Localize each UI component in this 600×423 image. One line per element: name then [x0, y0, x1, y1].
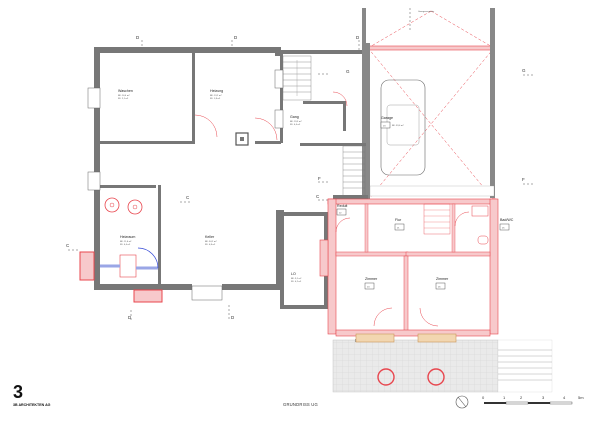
garage: [362, 8, 495, 201]
lower-stairs: [342, 145, 366, 197]
room-ff-lo: FF: 0,2 m²: [291, 280, 301, 283]
room-area-lo: BF: 9,1 m²: [291, 277, 301, 280]
section-label: D: [234, 35, 238, 40]
section-label: D: [231, 315, 235, 320]
scale-tick: 1: [503, 395, 506, 400]
section-label: G: [522, 68, 526, 73]
room-ff-waschen: FF: 2,1 m²: [118, 97, 128, 100]
section-label: F: [522, 177, 525, 182]
room-name-lo: LO: [291, 272, 296, 276]
brand-name: 3B ARCHITEKTEN AG: [13, 403, 51, 407]
room-area-waschen: BF: 16,4 m²: [118, 94, 130, 97]
brand-block: 3 3B ARCHITEKTEN AG: [13, 382, 51, 407]
room-name-heizung: Heizung: [210, 89, 223, 93]
room-name-waschen: Waschen: [118, 89, 133, 93]
room-area-gang: BF: 19,3 m²: [290, 120, 302, 123]
section-label: C: [316, 194, 320, 199]
room-area-heizraum: BF: 11,6 m²: [120, 240, 132, 243]
scale-tick: 0: [482, 395, 485, 400]
north-arrow-icon: [455, 395, 469, 409]
room-code-reduit: 02: [339, 213, 342, 215]
scale-bar: 0 1 2 3 4 5m: [482, 395, 584, 405]
new-construction: [319, 198, 499, 343]
room-name-keller: Keller: [205, 235, 215, 239]
room-ff-heizung: FF: 1,8 m²: [210, 97, 220, 100]
chimney-core: [240, 137, 244, 141]
room-name-gang: Gang: [290, 115, 299, 119]
room-code-badwc: 05: [502, 228, 505, 230]
scale-tick: 3: [542, 395, 545, 400]
scale-tick: 5m: [578, 395, 584, 400]
section-label: G: [346, 69, 350, 74]
terrace-paving: [332, 339, 499, 393]
door-swings: [194, 91, 348, 141]
section-label: C: [186, 195, 190, 200]
room-ff-heizraum: FF: 0,4 m²: [120, 243, 130, 246]
section-label: D: [356, 35, 360, 40]
room-ff-gang: FF: 0,4 m²: [290, 123, 300, 126]
room-area-keller: BF: 34,2 m²: [205, 240, 217, 243]
windows: [87, 69, 284, 301]
room-ff-keller: FF: 0,8 m²: [205, 243, 215, 246]
terrace-stairs: [498, 349, 552, 381]
section-label: F: [318, 176, 321, 181]
room-code-zimmer-2: 06: [438, 287, 441, 289]
room-code-flur: 01: [397, 228, 400, 230]
room-name-zimmer-1: Zimmer: [365, 277, 378, 281]
room-area-garage: BF: 33,0 m²: [392, 124, 404, 127]
room-name-reduit: Reduit: [337, 204, 347, 208]
room-code-zimmer-1: 04: [367, 287, 370, 289]
room-name-garage: Garage: [381, 116, 393, 120]
room-area-heizung: BF: 13,2 m²: [210, 94, 222, 97]
room-name-heizraum: Heizraum: [120, 235, 135, 239]
planter-circle-2: [427, 368, 445, 386]
main-stairs: [282, 55, 312, 101]
terrace-paving-right: [497, 339, 553, 393]
section-label: D: [128, 315, 132, 320]
room-name-zimmer-2: Zimmer: [436, 277, 449, 281]
garagenvorplatz-label: Garagenvorplatz: [418, 10, 434, 13]
scale-tick: 2: [520, 395, 523, 400]
planter-circle-1: [377, 368, 395, 386]
room-name-flur: Flur: [395, 218, 402, 222]
room-labels: Waschen BF: 16,4 m² FF: 2,1 m² Heizung B…: [118, 89, 514, 290]
scale-tick: 4: [563, 395, 566, 400]
section-label: D: [136, 35, 140, 40]
drawing-title: GRUNDRISS UG: [283, 402, 318, 407]
room-code-garage: 03: [383, 126, 386, 128]
brand-logo: 3: [13, 382, 23, 402]
room-name-badwc: Bad/WC: [500, 218, 514, 222]
section-label: C: [66, 243, 70, 248]
heizraum-equipment: [79, 197, 163, 303]
